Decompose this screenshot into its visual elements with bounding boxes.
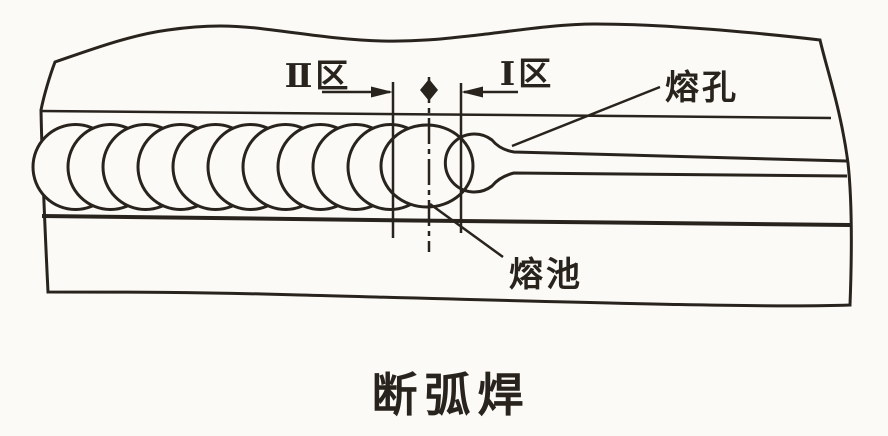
zone-i-label: Ⅰ区: [500, 54, 554, 93]
molten-pool-leader-line: [429, 202, 504, 259]
weld-bead-chain: [31, 123, 435, 211]
weld-band-bottom-line: [41, 214, 851, 227]
zone-ii-label: Ⅱ区: [285, 56, 352, 95]
zone-i-dimension-arrow: [461, 86, 518, 98]
figure-caption: 断弧焊: [372, 368, 531, 422]
molten-pool-label: 熔池: [509, 255, 583, 295]
melt-hole-shape: [443, 132, 848, 194]
plate-outline: [39, 22, 853, 308]
melt-hole-leader-line: [511, 85, 661, 148]
melt-hole-label: 熔孔: [665, 68, 739, 108]
electrode-diamond-marker: [420, 79, 438, 101]
zone-ii-dimension-arrow: [322, 86, 393, 98]
weld-band-top-line: [39, 109, 832, 120]
